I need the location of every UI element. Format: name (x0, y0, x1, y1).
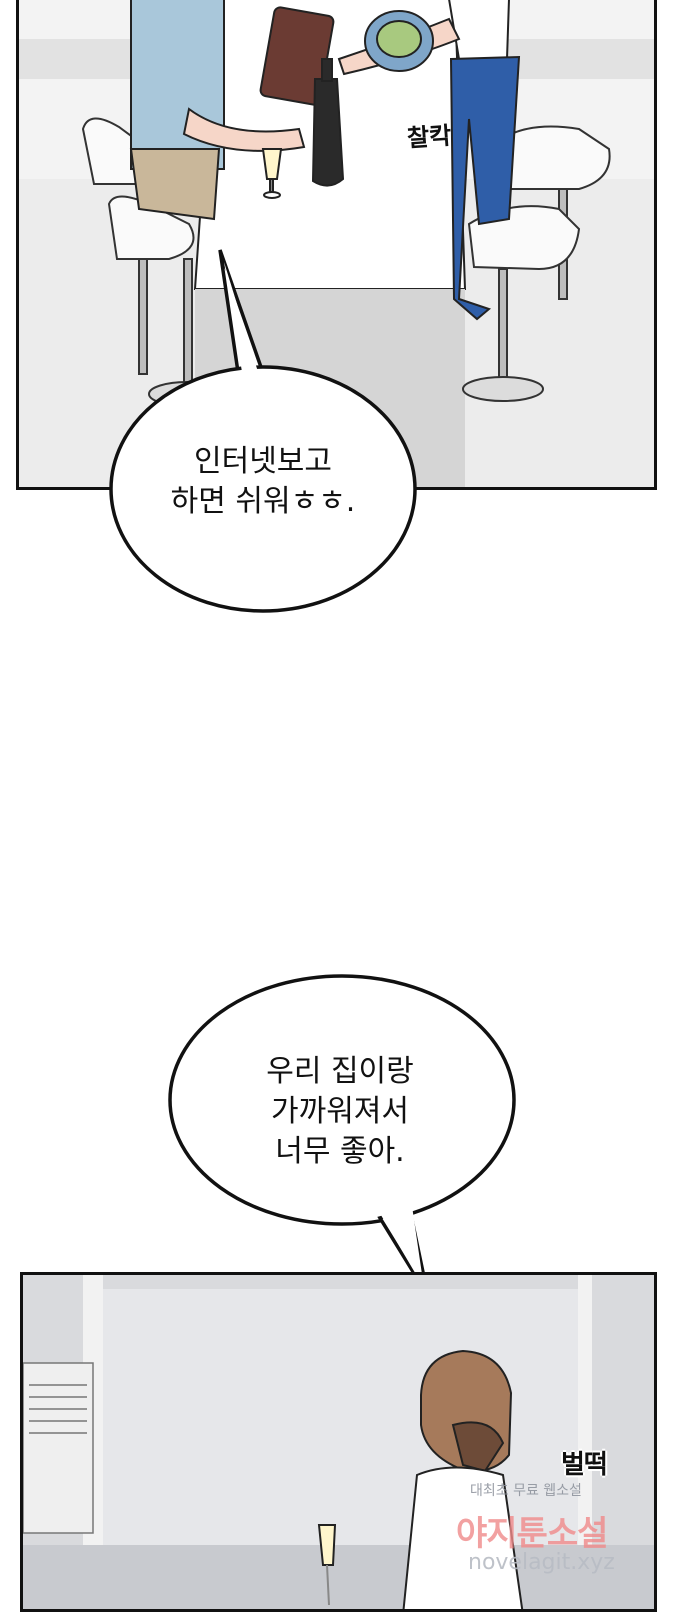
speech-bubble-bottom (168, 974, 516, 1297)
speech-text-bottom: 우리 집이랑 가까워져서 너무 좋아. (266, 1054, 414, 1169)
watermark-logo: 야지툰소설 (456, 1514, 608, 1554)
speech-text-top: 인터넷보고 하면 쉬워ㅎㅎ. (170, 444, 356, 519)
watermark-url: novelagit.xyz (468, 1550, 615, 1575)
sound-effect-gulp: 벌떡 (561, 1450, 608, 1480)
window-scene-illustration (23, 1275, 654, 1609)
watermark-tagline: 대최초 무료 웹소설 (470, 1483, 582, 1499)
speech-bubble-top (109, 249, 417, 613)
comic-panel-top: 찰칵 (16, 0, 657, 490)
kitchen-counter-illustration (19, 0, 654, 487)
comic-panel-bottom (20, 1272, 657, 1612)
